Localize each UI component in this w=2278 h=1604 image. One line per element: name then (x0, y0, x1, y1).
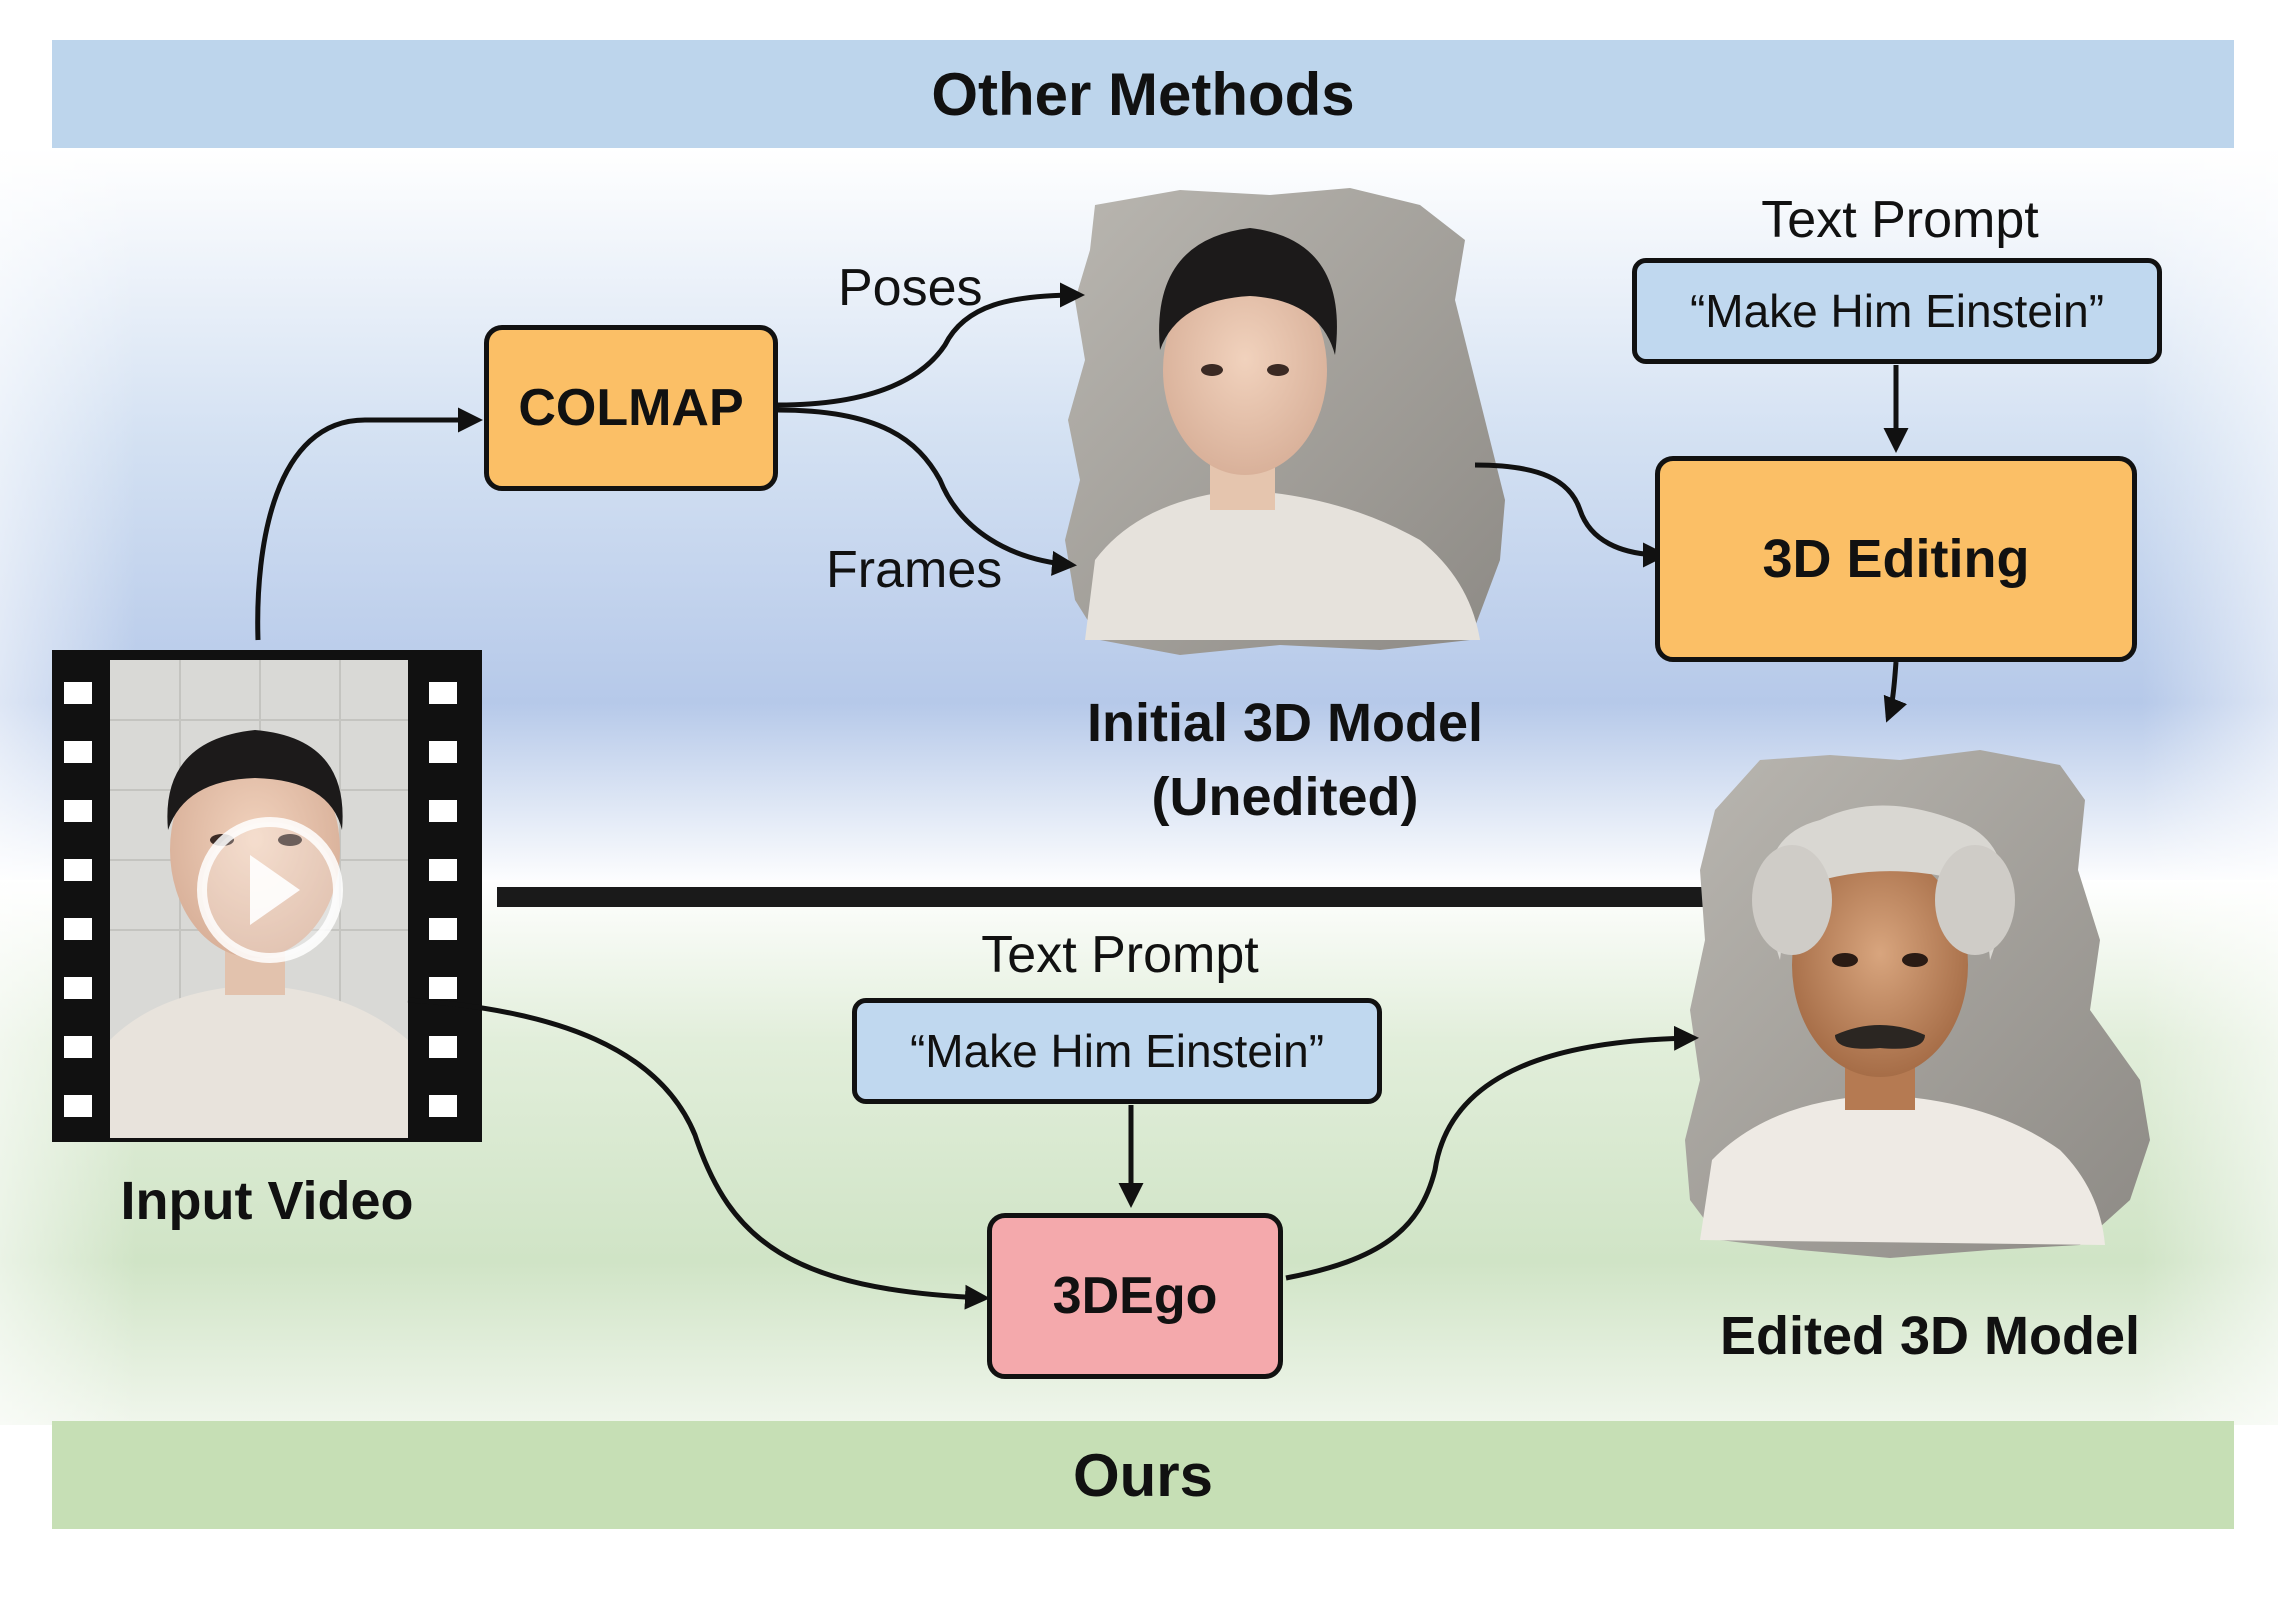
arrow-video-to-3dego (407, 997, 990, 1310)
3dego-label: 3DEgo (1052, 1267, 1218, 1325)
initial-model-caption-line2: (Unedited) (1151, 767, 1419, 827)
input-video-caption: Input Video (120, 1171, 414, 1231)
poses-label: Poses (838, 259, 983, 317)
other-methods-title: Other Methods (931, 60, 1355, 128)
ours-title: Ours (1072, 1441, 1214, 1509)
bottom-prompt-box: “Make Him Einstein” (852, 998, 1382, 1104)
top-prompt-box: “Make Him Einstein” (1632, 258, 2162, 364)
initial-3d-model-image (1065, 188, 1505, 655)
3d-editing-label: 3D Editing (1762, 529, 2030, 589)
play-icon (197, 817, 343, 963)
initial-model-caption: Initial 3D Model (Unedited) (1030, 686, 1540, 834)
top-prompt-text: “Make Him Einstein” (1689, 285, 2105, 337)
colmap-label: COLMAP (518, 379, 744, 437)
arrow-video-to-colmap (255, 407, 483, 641)
3dego-box: 3DEgo (987, 1213, 1283, 1379)
initial-model-caption-line1: Initial 3D Model (1086, 693, 1484, 753)
arrow-editing-to-edited (1883, 661, 1908, 723)
top-prompt-heading: Text Prompt (1761, 191, 2039, 249)
bottom-prompt-heading: Text Prompt (981, 926, 1259, 984)
arrows (255, 282, 1909, 1310)
arrow-3dego-to-edited (1285, 1025, 1699, 1281)
edited-model-caption: Edited 3D Model (1719, 1306, 2141, 1366)
frames-label: Frames (826, 541, 1003, 599)
arrow-poses (777, 282, 1085, 408)
3d-editing-box: 3D Editing (1655, 456, 2137, 662)
other-methods-band: Other Methods (52, 40, 2234, 148)
ours-band: Ours (52, 1421, 2234, 1529)
bottom-prompt-text: “Make Him Einstein” (909, 1025, 1325, 1077)
colmap-box: COLMAP (484, 325, 778, 491)
edited-3d-model-image (1685, 750, 2150, 1258)
arrow-frames (777, 407, 1077, 576)
arrow-model-to-editing (1474, 462, 1668, 568)
input-video-frame (110, 660, 408, 1138)
